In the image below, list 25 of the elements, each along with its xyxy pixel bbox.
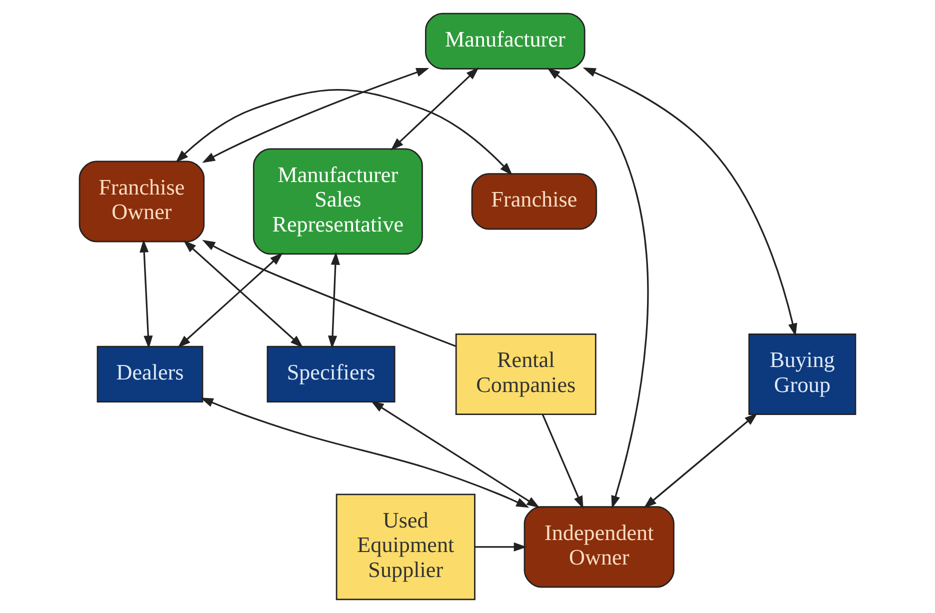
arrow: [542, 414, 584, 510]
arrow: [140, 239, 153, 349]
arrow: [474, 542, 527, 552]
arrow: [183, 240, 304, 348]
arrow: [328, 252, 340, 349]
node-box: Manufacturer: [425, 12, 586, 70]
node-box: Franchise Owner: [78, 160, 205, 242]
node-box: Used Equipment Supplier: [336, 494, 476, 600]
node-box: Specifiers: [266, 346, 396, 403]
node-box: Rental Companies: [455, 333, 596, 415]
arrow: [390, 67, 479, 150]
node-box: Dealers: [96, 346, 204, 403]
arrow: [370, 400, 540, 508]
arrow: [202, 68, 430, 163]
arrow: [178, 252, 283, 348]
node-box: Independent Owner: [524, 506, 674, 588]
arrow: [582, 68, 798, 336]
arrow: [644, 412, 758, 508]
arrow: [176, 89, 513, 176]
arrow: [202, 240, 456, 347]
node-box: Buying Group: [748, 333, 856, 415]
node-box: Manufacturer Sales Representative: [252, 148, 423, 255]
arrow: [547, 68, 649, 509]
arrow: [200, 398, 530, 508]
node-box: Franchise: [471, 173, 598, 230]
